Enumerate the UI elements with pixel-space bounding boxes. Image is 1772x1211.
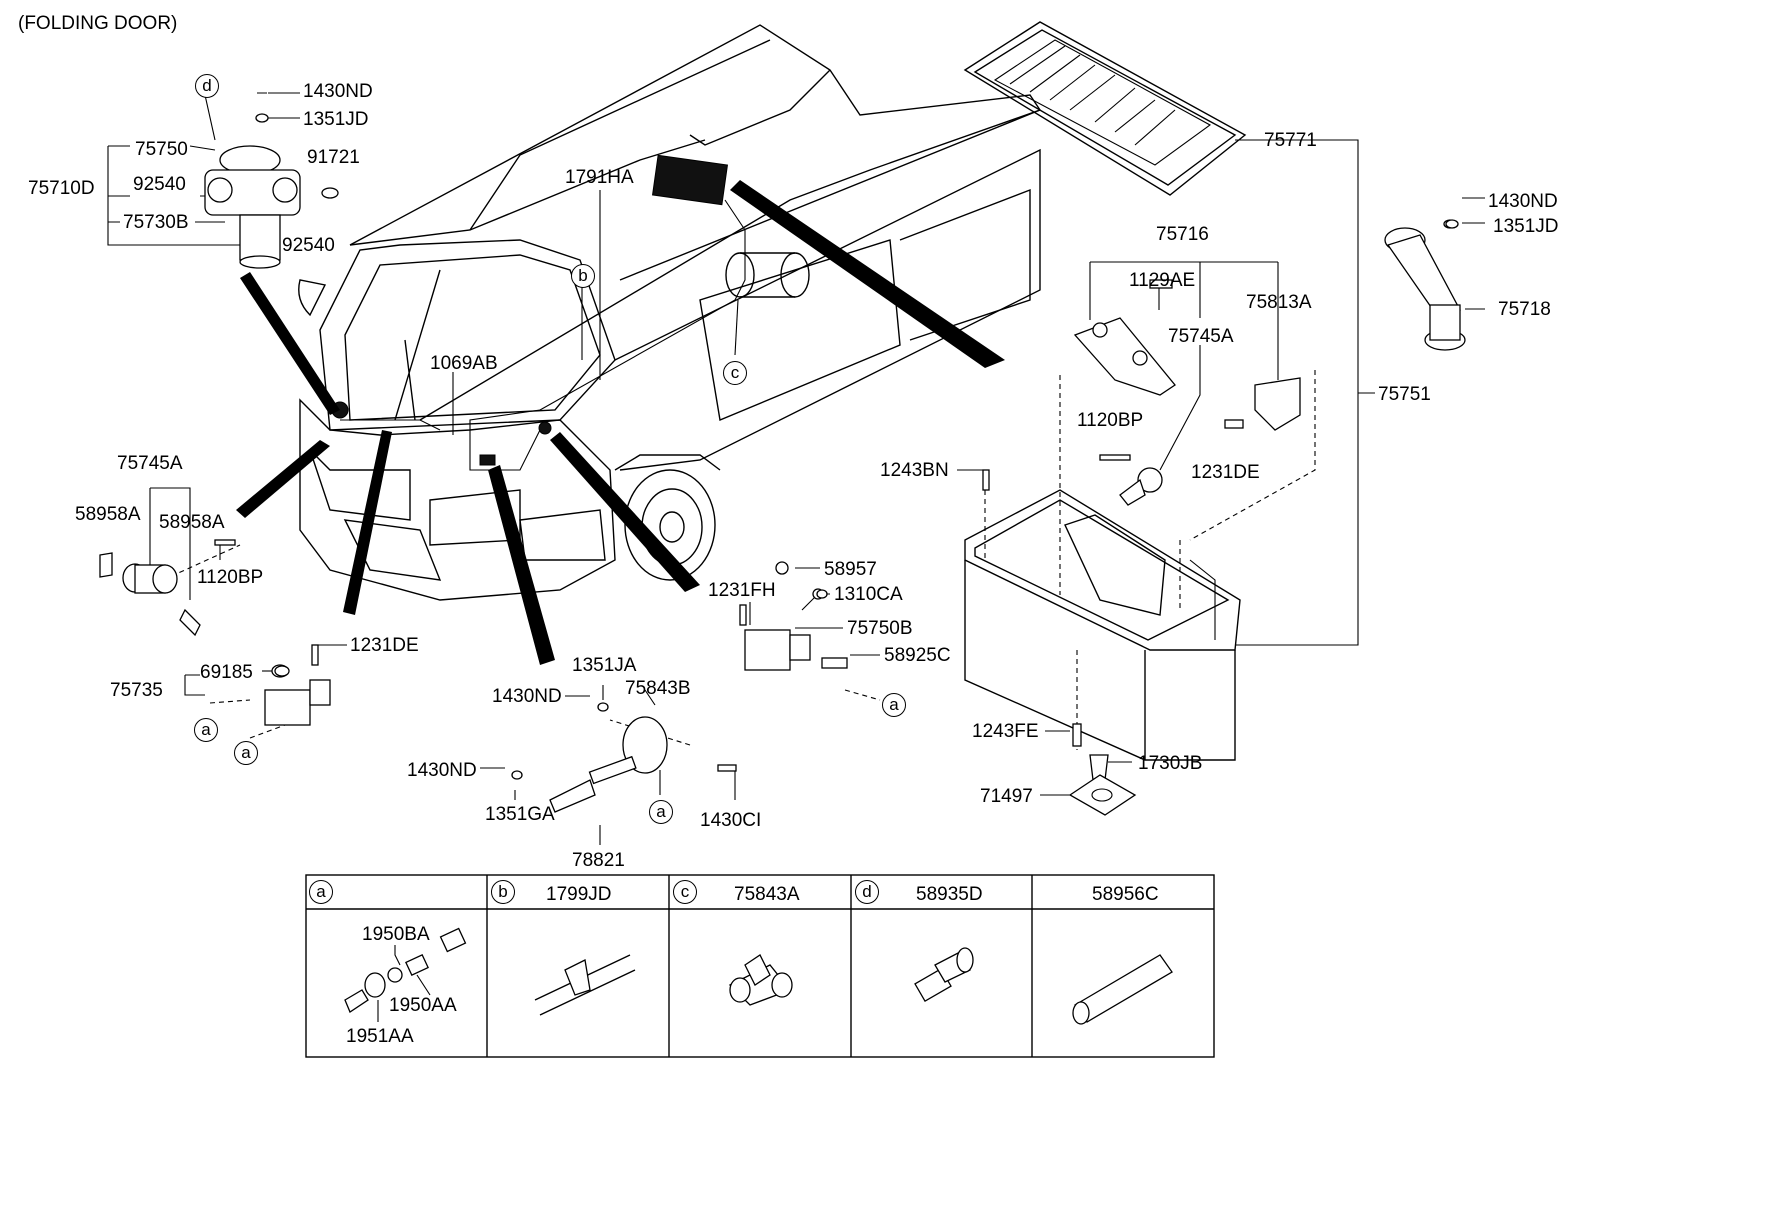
part-label: 1351JD	[303, 109, 369, 130]
callout-a: a	[234, 741, 258, 765]
part-label: 58958A	[75, 504, 141, 525]
small-hardware-icon	[255, 113, 1459, 780]
cylinder-75843B-icon	[549, 716, 737, 813]
part-label: 92540	[282, 235, 335, 256]
part-label: 1231FH	[708, 580, 776, 601]
legend-table-lines	[305, 874, 1215, 1058]
valve-fitting-icon	[1099, 454, 1163, 506]
hose-tube-icon	[1072, 954, 1173, 1025]
part-label: 75745A	[1168, 326, 1234, 347]
part-label: 1129AE	[1129, 270, 1196, 291]
part-label: 1243BN	[880, 460, 949, 481]
part-label: 75710D	[28, 178, 95, 199]
part-label: 75730B	[123, 212, 189, 233]
storage-box-icon	[964, 489, 1241, 761]
callout-b: b	[571, 264, 595, 288]
part-label: 75750	[135, 139, 188, 160]
part-label: 1351JD	[1493, 216, 1559, 237]
door-cylinder-icon	[1384, 219, 1466, 351]
callout-a: a	[882, 693, 906, 717]
part-label: 1120BP	[197, 567, 264, 588]
clamp-icon	[534, 954, 636, 1016]
part-label: 1430ND	[407, 760, 477, 781]
part-label: 71497	[980, 786, 1033, 807]
part-label: 1950BA	[362, 924, 430, 945]
valve-block-icon	[1073, 279, 1176, 396]
part-label: 1351GA	[485, 804, 555, 825]
cylinder-valve-icon	[99, 539, 236, 637]
callout-d: d	[195, 74, 219, 98]
part-label: 1950AA	[389, 995, 457, 1016]
legend-key-d: d	[855, 880, 879, 904]
part-label: 75718	[1498, 299, 1551, 320]
part-label: 1951AA	[346, 1026, 414, 1047]
part-label: 1243FE	[972, 721, 1039, 742]
legend-title-e: 58956C	[1092, 884, 1159, 905]
callout-a: a	[194, 718, 218, 742]
part-label: 75843B	[625, 678, 691, 699]
valve-75750B-icon	[739, 561, 848, 671]
legend-title-d: 58935D	[916, 884, 983, 905]
leader-lines	[107, 92, 1485, 845]
part-label: 75771	[1264, 130, 1317, 151]
part-label: 69185	[200, 662, 253, 683]
part-label: 1069AB	[430, 353, 498, 374]
callout-c: c	[723, 361, 747, 385]
part-label: 78821	[572, 850, 625, 871]
part-label: 1351JA	[572, 655, 637, 676]
part-label: 75813A	[1246, 292, 1312, 313]
callout-a: a	[649, 800, 673, 824]
legend-title-c: 75843A	[734, 884, 800, 905]
legend-key-a: a	[309, 880, 333, 904]
diagram-title: (FOLDING DOOR)	[18, 13, 178, 34]
legend-key-b: b	[491, 880, 515, 904]
door-engine-icon	[204, 145, 339, 269]
part-label: 58957	[824, 559, 877, 580]
part-label: 58925C	[884, 645, 951, 666]
legend-title-b: 1799JD	[546, 884, 612, 905]
part-label: 1231DE	[350, 635, 419, 656]
part-label: 75750B	[847, 618, 913, 639]
part-label: 1120BP	[1077, 410, 1144, 431]
fitting-set-icon	[344, 927, 467, 1022]
nipple-fitting-icon	[914, 947, 974, 1003]
part-label: 1791HA	[565, 167, 634, 188]
valve-75735-icon	[264, 644, 331, 726]
part-label: 1231DE	[1191, 462, 1260, 483]
part-label: 91721	[307, 147, 360, 168]
tee-fitting-icon	[728, 954, 793, 1006]
part-label: 1730JB	[1138, 753, 1203, 774]
plate-71497-icon	[982, 469, 1137, 816]
part-label: 1430CI	[700, 810, 762, 831]
part-label: 58958A	[159, 512, 225, 533]
solenoid-icon	[1224, 377, 1301, 431]
part-label: 1430ND	[492, 686, 562, 707]
part-label: 1310CA	[834, 584, 903, 605]
part-label: 75716	[1156, 224, 1209, 245]
part-label: 75745A	[117, 453, 183, 474]
part-label: 92540	[133, 174, 186, 195]
part-label: 1430ND	[1488, 191, 1558, 212]
part-label: 75735	[110, 680, 163, 701]
part-label: 75751	[1378, 384, 1431, 405]
callout-bands	[236, 180, 1005, 665]
part-label: 1430ND	[303, 81, 373, 102]
roof-hatch-grille-icon	[963, 21, 1247, 196]
legend-key-c: c	[673, 880, 697, 904]
